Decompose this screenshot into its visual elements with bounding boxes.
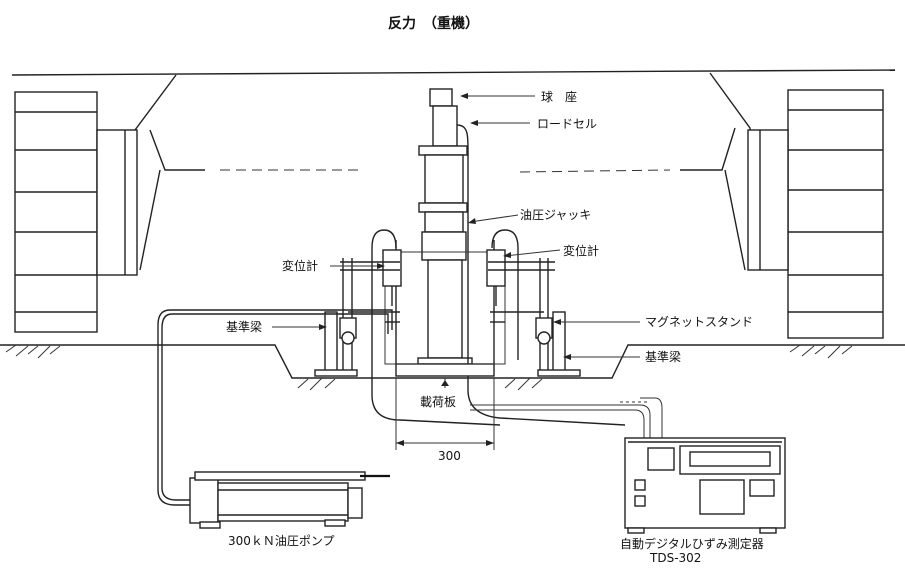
label-loading-plate: 載荷板 xyxy=(420,395,456,409)
label-magnet-stand: マグネットスタンド xyxy=(645,315,753,329)
load-cell xyxy=(432,105,458,147)
label-ball-seat: 球 座 xyxy=(541,89,577,104)
loading-plate xyxy=(395,363,495,377)
left-gauge-assembly xyxy=(314,229,501,426)
label-pump: 300ｋＮ油圧ポンプ xyxy=(228,534,335,548)
leader-lines xyxy=(272,93,640,360)
label-hydraulic-jack: 油圧ジャッキ xyxy=(520,208,591,222)
pump-hose xyxy=(157,309,393,506)
ball-seat xyxy=(429,88,453,107)
label-recorder-model: TDS-302 xyxy=(649,551,701,565)
ground-pit xyxy=(0,344,905,391)
label-recorder-name: 自動デジタルひずみ測定器 xyxy=(620,536,764,551)
label-displacement-right: 変位計 xyxy=(563,243,599,258)
strain-recorder xyxy=(470,397,786,534)
label-load-cell: ロードセル xyxy=(537,117,597,131)
dimension-300 xyxy=(395,378,495,450)
label-reference-beam-right: 基準梁 xyxy=(645,349,681,364)
diagram-title: 反力 （重機） xyxy=(388,15,479,32)
hydraulic-pump xyxy=(189,471,390,529)
right-gauge-assembly xyxy=(486,229,581,377)
heavy-machine-frame xyxy=(11,69,896,339)
label-dimension: 300 xyxy=(438,449,461,463)
loading-column xyxy=(417,88,626,426)
label-displacement-left: 変位計 xyxy=(282,258,318,273)
label-reference-beam-left: 基準梁 xyxy=(226,319,262,334)
reference-beam-left xyxy=(324,311,338,373)
hydraulic-jack xyxy=(421,231,467,261)
